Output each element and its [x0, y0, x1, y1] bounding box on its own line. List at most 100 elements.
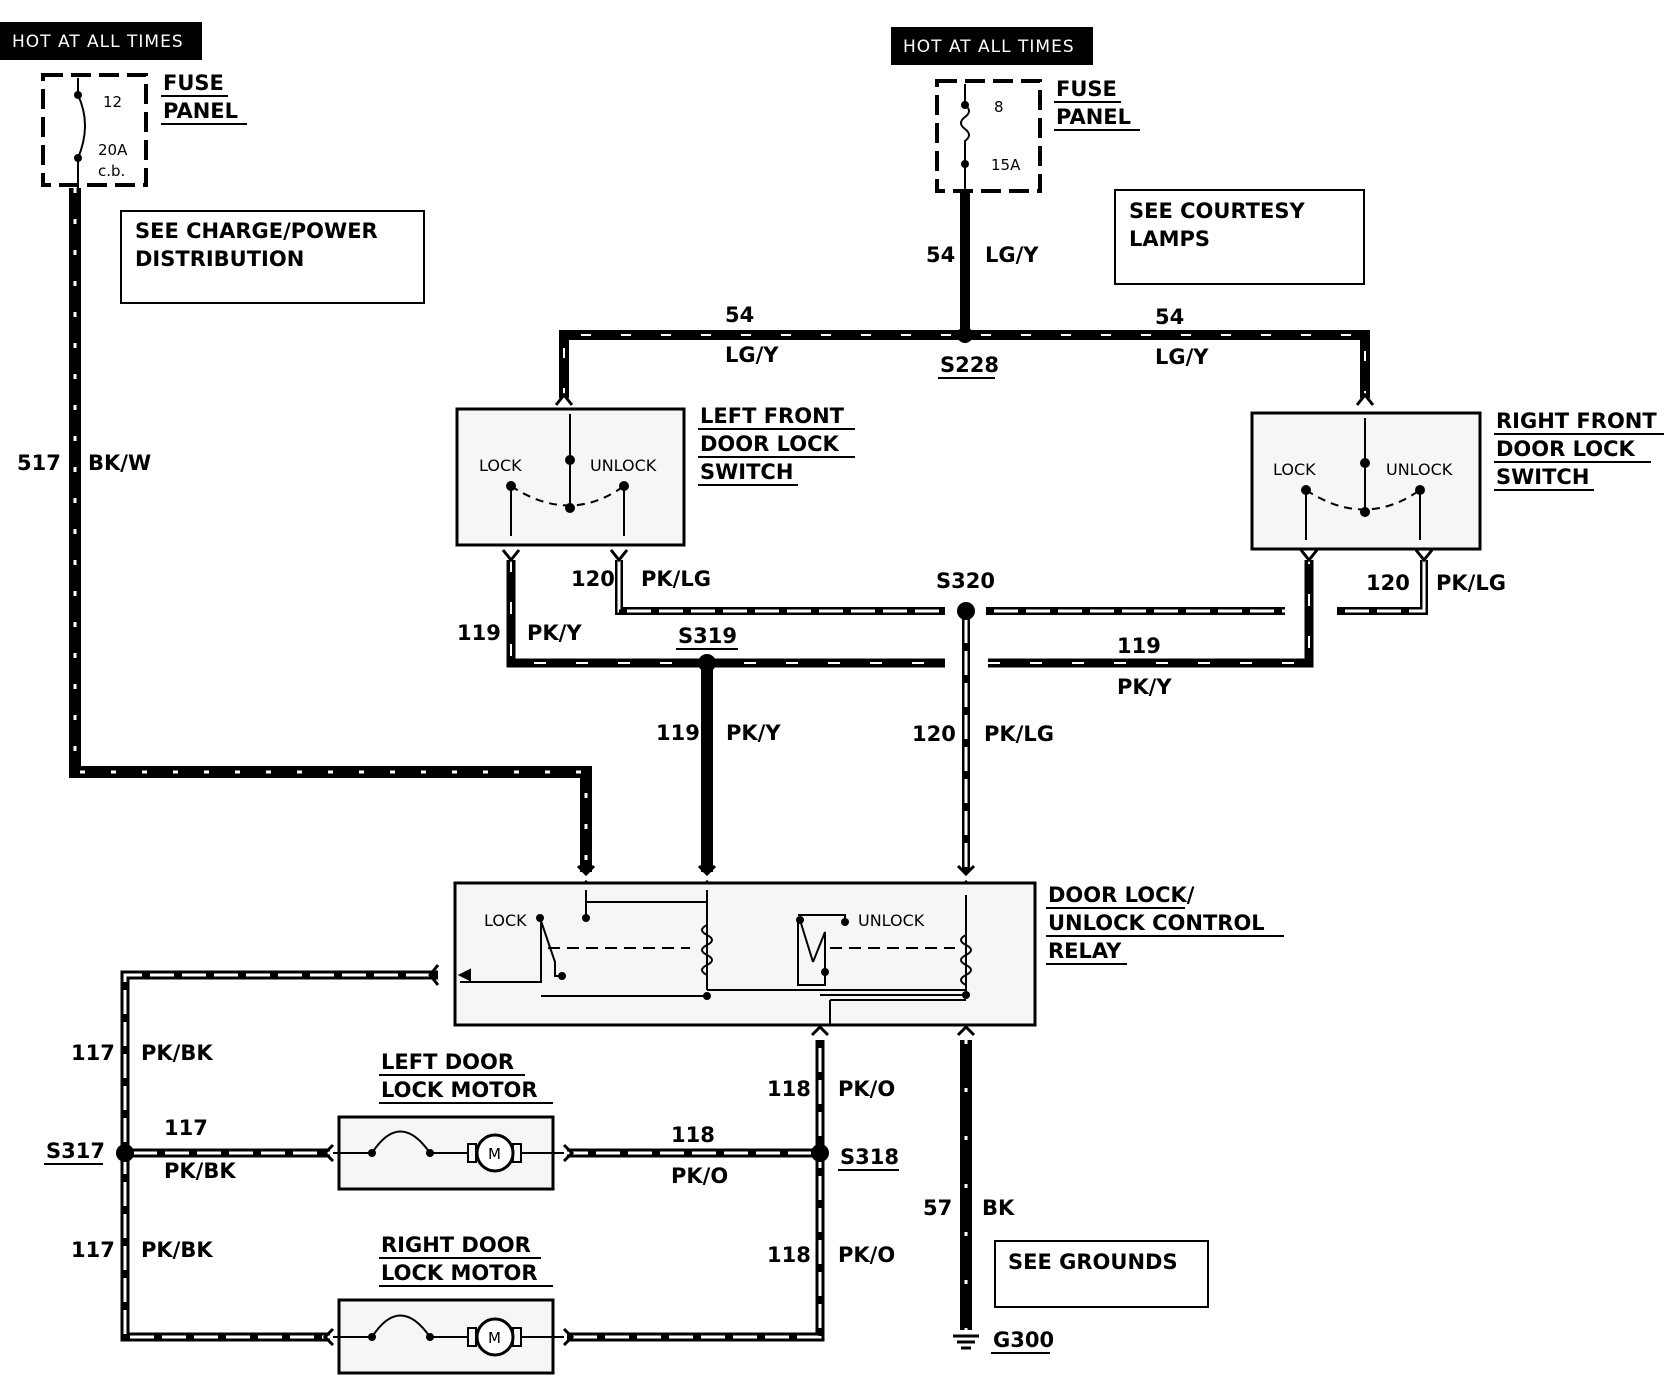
relay-unlock: UNLOCK: [858, 911, 925, 930]
motor-icon: [475, 1317, 515, 1357]
right-door-lock-motor: M: [333, 1298, 564, 1375]
lf-switch-title-1: LEFT FRONT: [700, 404, 845, 428]
fuse-panel-right-title-2: PANEL: [1056, 105, 1131, 129]
wire-labels: 517 BK/W 54 LG/Y 54 LG/Y 54 LG/Y 120 PK/…: [17, 243, 1506, 1267]
splice-s318: S318: [840, 1145, 899, 1169]
wire-118: [567, 1040, 825, 1342]
fuse-right-rating: 15A: [991, 156, 1021, 174]
relay-title-1: DOOR LOCK/: [1048, 883, 1195, 907]
wire-54-r-circuit: 54: [1155, 305, 1184, 329]
wire-119-l-color: PK/Y: [527, 621, 582, 645]
splice-s319-dot: [698, 654, 716, 672]
wire-117-b-circuit: 117: [71, 1238, 115, 1262]
rf-switch-title-2: DOOR LOCK: [1496, 437, 1636, 461]
wire-118-m-color: PK/O: [671, 1164, 728, 1188]
wire-118-t-color: PK/O: [838, 1077, 895, 1101]
fuse-panel-left: 12 20A c.b.: [41, 73, 148, 188]
right-motor-title-2: LOCK MOTOR: [381, 1261, 538, 1285]
wire-117-b-color: PK/BK: [141, 1238, 213, 1262]
door-lock-unlock-relay: LOCK UNLOCK: [453, 881, 1037, 1027]
wire-118-b-circuit: 118: [767, 1243, 811, 1267]
fuse-panel-left-title-1: FUSE: [163, 71, 224, 95]
lf-switch-lock: LOCK: [479, 456, 522, 475]
rf-switch-lock: LOCK: [1273, 460, 1316, 479]
wire-118-m-circuit: 118: [671, 1123, 715, 1147]
wire-517-circuit: 517: [17, 451, 61, 475]
wire-517: [69, 188, 592, 872]
wire-119-v-circuit: 119: [656, 721, 700, 745]
wire-120: [615, 560, 1428, 872]
wire-117-m-circuit: 117: [164, 1116, 208, 1140]
lf-switch-title-2: DOOR LOCK: [700, 432, 840, 456]
wire-117-t-circuit: 117: [71, 1041, 115, 1065]
rf-door-lock-switch: LOCK UNLOCK: [1250, 411, 1482, 551]
splice-s228-dot: [957, 327, 973, 343]
hot-label-right-bg: [891, 27, 1093, 65]
wire-54-v-circuit: 54: [926, 243, 955, 267]
wire-118-t-circuit: 118: [767, 1077, 811, 1101]
fuse-panel-right-title-1: FUSE: [1056, 77, 1117, 101]
wire-54-l-circuit: 54: [725, 303, 754, 327]
wire-119-l-circuit: 119: [457, 621, 501, 645]
note-courtesy-line-2: LAMPS: [1129, 227, 1210, 251]
splice-s318-dot: [811, 1144, 829, 1162]
splice-s317-dot: [116, 1144, 134, 1162]
wire-120-v-color: PK/LG: [984, 722, 1054, 746]
relay-title-2: UNLOCK CONTROL: [1048, 911, 1265, 935]
wire-517-color: BK/W: [88, 451, 151, 475]
wire-119: [506, 560, 1314, 872]
left-motor-title-2: LOCK MOTOR: [381, 1078, 538, 1102]
relay-lock: LOCK: [484, 911, 527, 930]
relay-title-3: RELAY: [1048, 939, 1122, 963]
wire-118-b-color: PK/O: [838, 1243, 895, 1267]
wire-54-r-color: LG/Y: [1155, 345, 1209, 369]
fuse-panel-right: 8 15A: [935, 79, 1042, 193]
lf-switch-title-3: SWITCH: [700, 460, 793, 484]
note-charge-line-1: SEE CHARGE/POWER: [135, 219, 378, 243]
note-charge-line-2: DISTRIBUTION: [135, 247, 304, 271]
rf-switch-title-3: SWITCH: [1496, 465, 1589, 489]
splice-s228: S228: [940, 353, 999, 377]
lf-door-lock-switch: LOCK UNLOCK: [455, 407, 686, 547]
fuse-panel-left-title-2: PANEL: [163, 99, 238, 123]
note-courtesy-line-1: SEE COURTESY: [1129, 199, 1305, 223]
wire-117-m-color: PK/BK: [164, 1159, 236, 1183]
rf-switch-title-1: RIGHT FRONT: [1496, 409, 1657, 433]
fuse-right-number: 8: [994, 98, 1004, 116]
fuse-left-type: c.b.: [98, 162, 125, 180]
wire-120-r-circuit: 120: [1366, 571, 1410, 595]
splice-s320-dot: [957, 602, 975, 620]
wire-57-color: BK: [982, 1196, 1015, 1220]
note-charge-box: [120, 210, 425, 304]
motor-icon: [475, 1133, 515, 1173]
wire-119-r-circuit: 119: [1117, 634, 1161, 658]
splice-s319: S319: [678, 624, 737, 648]
left-motor-symbol: M: [488, 1145, 501, 1163]
wire-54-v-color: LG/Y: [985, 243, 1039, 267]
wire-120-v-circuit: 120: [912, 722, 956, 746]
wire-57-circuit: 57: [923, 1196, 952, 1220]
wire-119-v-color: PK/Y: [726, 721, 781, 745]
hot-label-left: HOT AT ALL TIMES: [12, 32, 184, 52]
note-courtesy-box: [1114, 189, 1365, 285]
wire-117-t-color: PK/BK: [141, 1041, 213, 1065]
wire-120-l-circuit: 120: [571, 567, 615, 591]
splice-s320: S320: [936, 569, 995, 593]
right-motor-title-1: RIGHT DOOR: [381, 1233, 531, 1257]
hot-label-left-bg: [0, 22, 202, 60]
left-door-lock-motor: M: [333, 1115, 564, 1191]
rf-switch-unlock: UNLOCK: [1386, 460, 1453, 479]
wire-54-l-color: LG/Y: [725, 343, 779, 367]
left-motor-title-1: LEFT DOOR: [381, 1050, 514, 1074]
note-grounds: SEE GROUNDS: [1008, 1250, 1178, 1274]
wire-120-r-color: PK/LG: [1436, 571, 1506, 595]
note-grounds-box: [994, 1240, 1209, 1308]
ground-g300: G300: [993, 1328, 1054, 1352]
hot-label-right: HOT AT ALL TIMES: [903, 37, 1075, 57]
wire-119-r-color: PK/Y: [1117, 675, 1172, 699]
fuse-left-rating: 20A: [98, 141, 128, 159]
right-motor-symbol: M: [488, 1329, 501, 1347]
splice-s317: S317: [46, 1139, 105, 1163]
fuse-left-number: 12: [103, 93, 122, 111]
